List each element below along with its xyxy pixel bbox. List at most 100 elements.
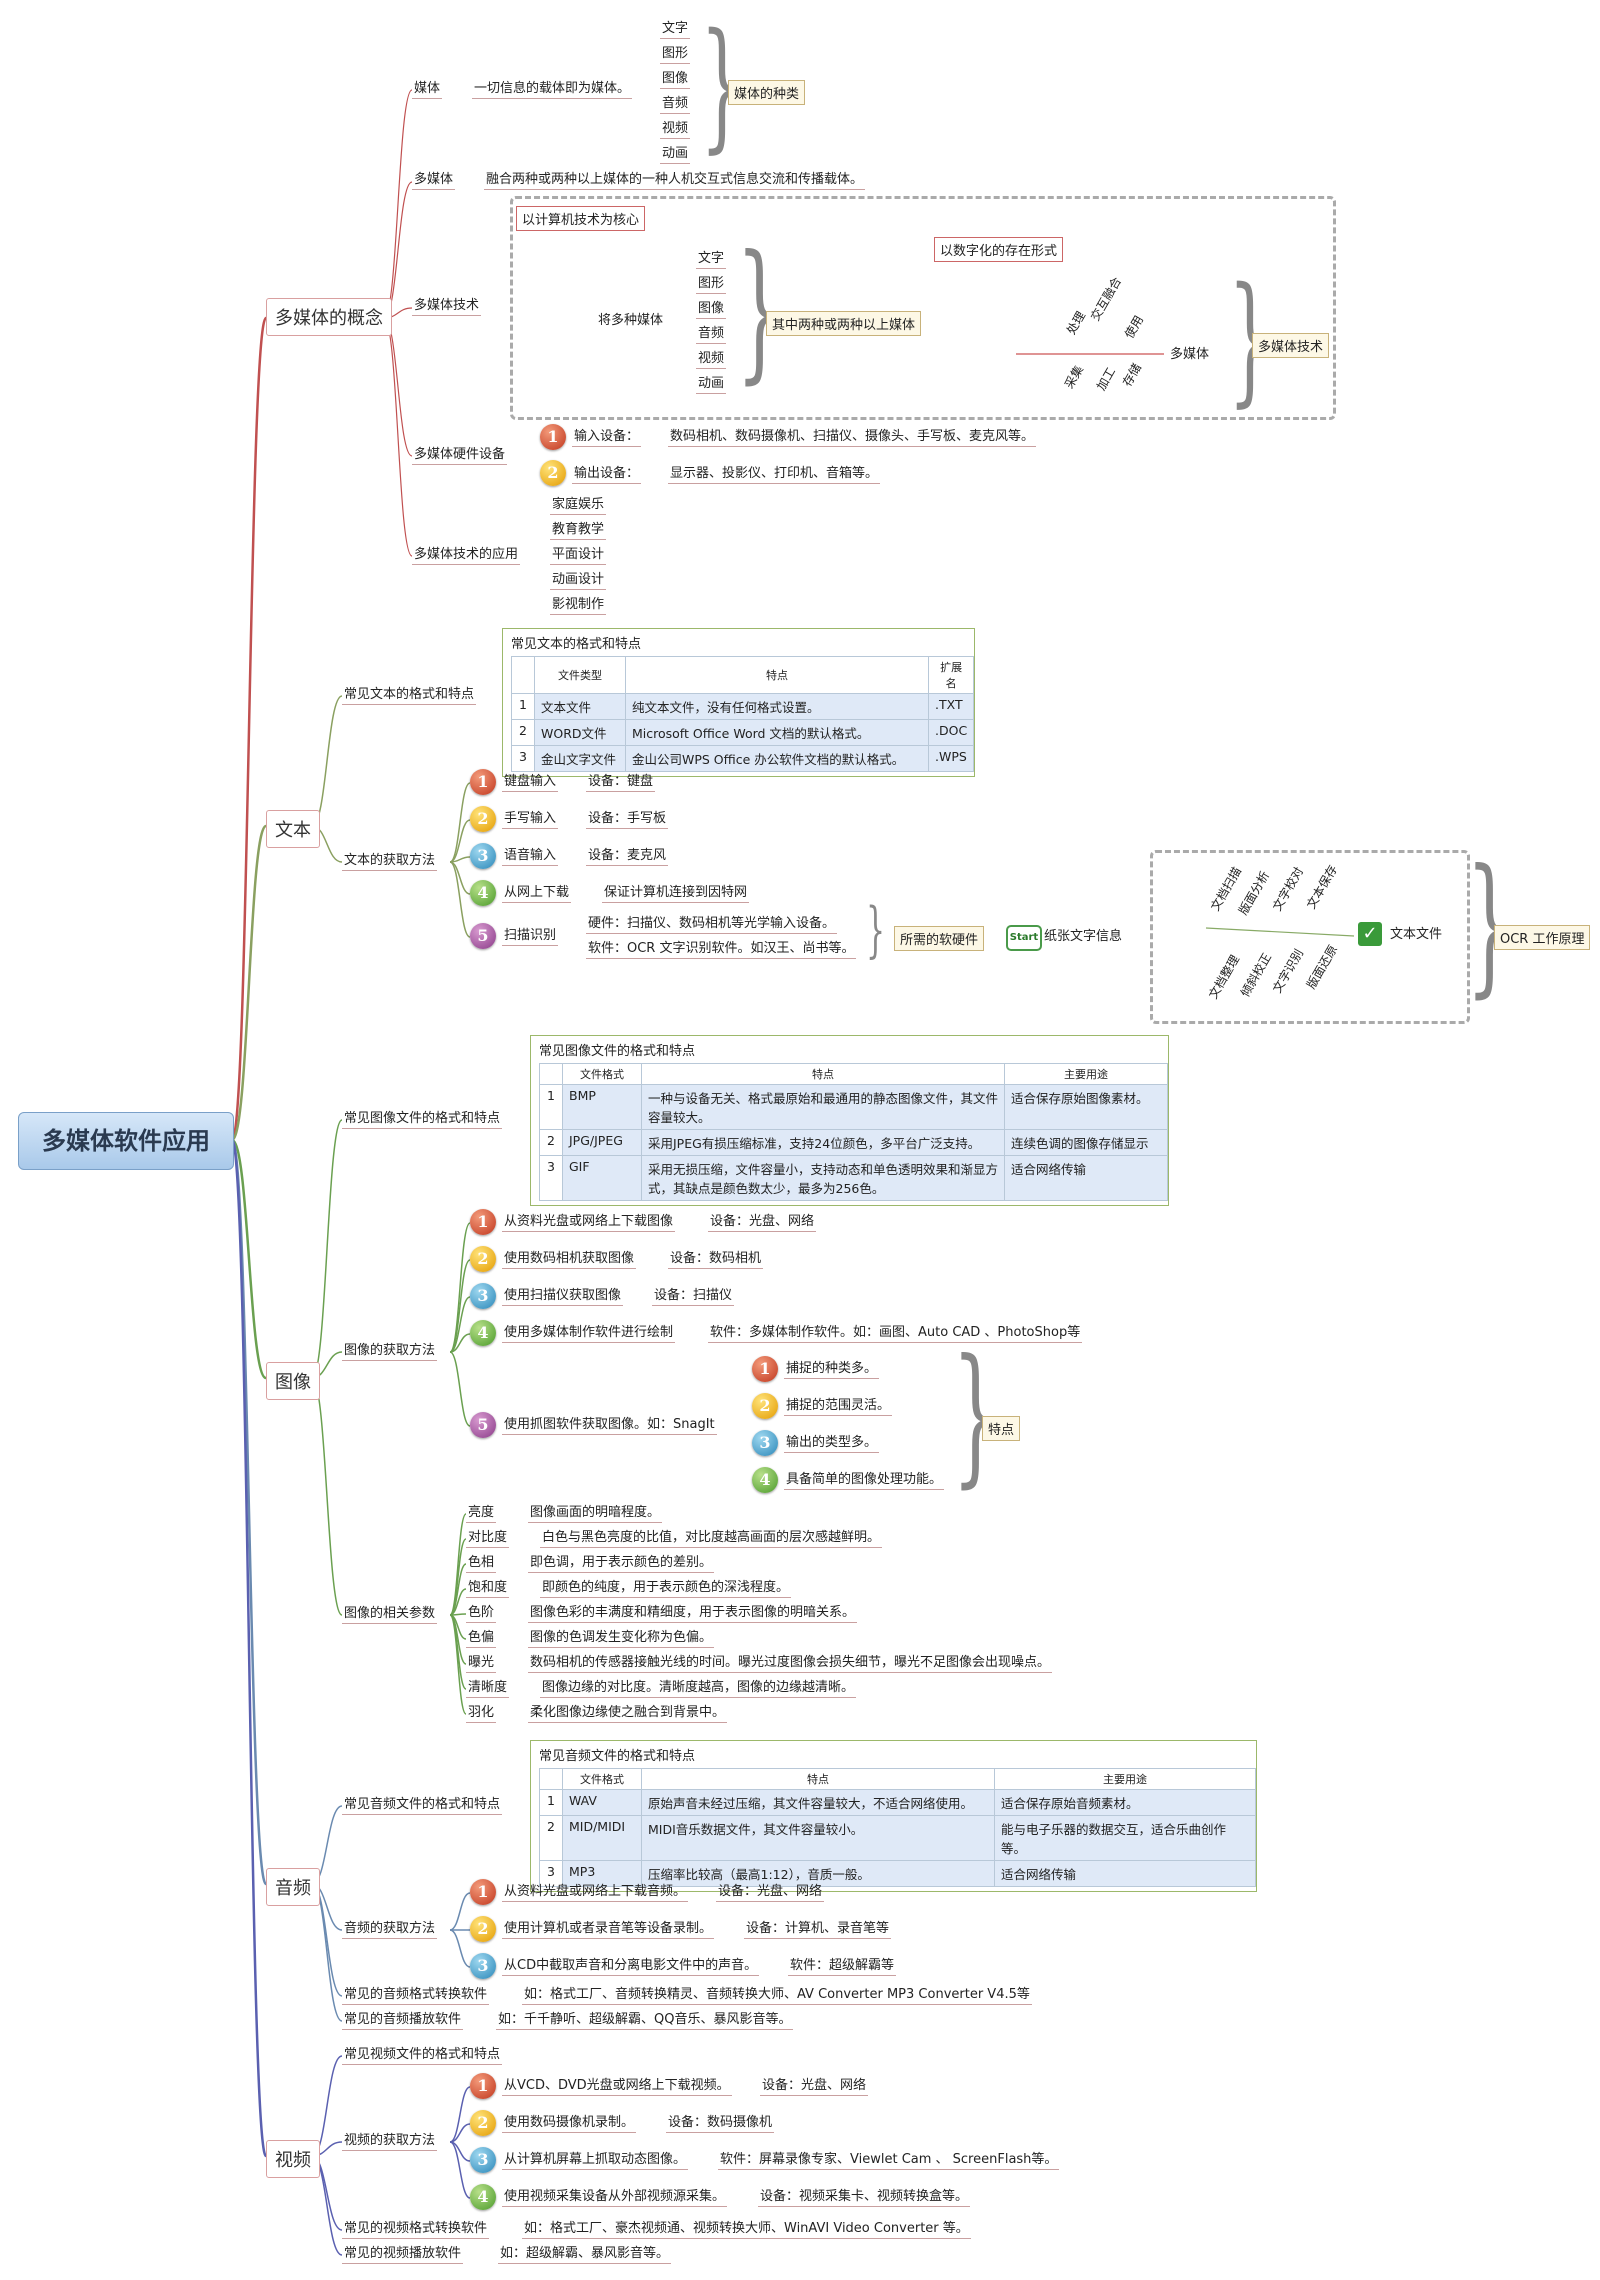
brace-icon: } <box>952 1328 1000 1502</box>
connector-line <box>449 1333 471 1353</box>
audio-acquire-topic[interactable]: 音频的获取方法 <box>342 1920 438 1939</box>
method-label[interactable]: 使用多媒体制作软件进行绘制 <box>502 1324 676 1343</box>
method-label[interactable]: 使用抓图软件获取图像。如：SnagIt <box>502 1416 717 1435</box>
table-header-cell: 扩展名 <box>927 656 975 694</box>
method-label[interactable]: 从CD中截取声音和分离电影文件中的声音。 <box>502 1957 760 1976</box>
branch-audio[interactable]: 音频 <box>266 1868 320 1906</box>
tech-two-media: 其中两种或两种以上媒体 <box>766 311 922 336</box>
tech-kind-item: 图形 <box>696 275 727 294</box>
connector-line <box>230 824 268 1142</box>
connector-line <box>449 1222 471 1353</box>
media-topic[interactable]: 媒体 <box>412 80 443 99</box>
start-icon: Start <box>1006 925 1042 951</box>
audio-formats-topic[interactable]: 常见音频文件的格式和特点 <box>342 1796 503 1815</box>
branch-concept[interactable]: 多媒体的概念 <box>266 298 392 336</box>
method-value: 设备：数码相机 <box>668 1250 764 1269</box>
param-name: 色偏 <box>466 1629 497 1648</box>
video-acquire-topic[interactable]: 视频的获取方法 <box>342 2132 438 2151</box>
video-player-value: 如：超级解霸、暴风影音等。 <box>498 2245 672 2264</box>
root-topic[interactable]: 多媒体软件应用 <box>18 1112 234 1170</box>
table-header-cell: 文件格式 <box>562 1063 642 1085</box>
branch-video[interactable]: 视频 <box>266 2140 320 2178</box>
image-params-topic[interactable]: 图像的相关参数 <box>342 1605 438 1624</box>
connector-line <box>383 317 413 557</box>
method-label[interactable]: 从VCD、DVD光盘或网络上下载视频。 <box>502 2077 732 2096</box>
app-topic[interactable]: 多媒体技术的应用 <box>412 546 521 565</box>
media-kind-item: 文字 <box>660 20 691 39</box>
media-kind-item: 图像 <box>660 70 691 89</box>
connector-line <box>230 1138 268 1380</box>
table-caption: 常见文本的格式和特点 <box>511 637 642 652</box>
text-formats-topic[interactable]: 常见文本的格式和特点 <box>342 686 477 705</box>
connector-line <box>230 316 268 1142</box>
video-formats-topic[interactable]: 常见视频文件的格式和特点 <box>342 2046 503 2065</box>
table-cell: .DOC <box>927 719 975 746</box>
table-cell: 文本文件 <box>534 693 626 720</box>
method-label[interactable]: 从资料光盘或网络上下载音频。 <box>502 1883 689 1902</box>
audio-player-value: 如：千千静听、超级解霸、QQ音乐、暴风影音等。 <box>496 2011 794 2030</box>
param-desc: 柔化图像边缘使之融合到背景中。 <box>528 1704 728 1723</box>
method-label[interactable]: 使用视频采集设备从外部视频源采集。 <box>502 2188 728 2207</box>
method-label[interactable]: 扫描识别 <box>502 927 559 946</box>
table-cell: 2 <box>539 1129 563 1156</box>
video-player-topic[interactable]: 常见的视频播放软件 <box>342 2245 464 2264</box>
table-header-cell <box>539 1063 563 1085</box>
audio-player-topic[interactable]: 常见的音频播放软件 <box>342 2011 464 2030</box>
table-header-cell: 主要用途 <box>1004 1063 1168 1085</box>
connector-line <box>449 819 471 863</box>
method-label[interactable]: 使用数码相机获取图像 <box>502 1250 637 1269</box>
branch-image[interactable]: 图像 <box>266 1362 320 1400</box>
table-cell: 采用JPEG有损压缩标准，支持24位颜色，多平台广泛支持。 <box>641 1129 1005 1156</box>
table-header-cell: 主要用途 <box>994 1768 1256 1790</box>
table-cell: 2 <box>539 1815 563 1861</box>
hw-input: 输入设备： <box>572 428 642 447</box>
table-cell: 连续色调的图像存储显示 <box>1004 1129 1168 1156</box>
table-cell: BMP <box>562 1084 642 1130</box>
connector-line <box>449 1351 471 1427</box>
method-label[interactable]: 手写输入 <box>502 810 559 829</box>
media-kind-item: 图形 <box>660 45 691 64</box>
audio-convert-value: 如：格式工厂、音频转换精灵、音频转换大师、AV Converter MP3 Co… <box>522 1986 1032 2005</box>
method-value: 软件：屏幕录像专家、Viewlet Cam 、 ScreenFlash等。 <box>718 2151 1060 2170</box>
hw-topic[interactable]: 多媒体硬件设备 <box>412 446 508 465</box>
multimedia-topic[interactable]: 多媒体 <box>412 171 456 190</box>
method-value: 设备：光盘、网络 <box>760 2077 869 2096</box>
table-cell: 纯文本文件，没有任何格式设置。 <box>625 693 929 720</box>
table-header-cell <box>511 656 535 694</box>
method-label[interactable]: 键盘输入 <box>502 773 559 792</box>
number-1-icon: 1 <box>540 424 566 450</box>
branch-text[interactable]: 文本 <box>266 810 320 848</box>
table-cell: 能与电子乐器的数据交互，适合乐曲创作等。 <box>994 1815 1256 1861</box>
image-acquire-topic[interactable]: 图像的获取方法 <box>342 1342 438 1361</box>
table-cell: WAV <box>562 1789 642 1816</box>
method-label[interactable]: 从计算机屏幕上抓取动态图像。 <box>502 2151 689 2170</box>
tech-kind-item: 视频 <box>696 350 727 369</box>
media-definition: 一切信息的载体即为媒体。 <box>472 80 633 99</box>
method-label[interactable]: 语音输入 <box>502 847 559 866</box>
method-value: 设备：光盘、网络 <box>716 1883 825 1902</box>
tech-combine: 将多种媒体 <box>598 313 664 328</box>
method-label[interactable]: 使用计算机或者录音笔等设备录制。 <box>502 1920 715 1939</box>
image-formats-topic[interactable]: 常见图像文件的格式和特点 <box>342 1110 503 1129</box>
method-label[interactable]: 从资料光盘或网络上下载图像 <box>502 1213 676 1232</box>
audio-convert-topic[interactable]: 常见的音频格式转换软件 <box>342 1986 490 2005</box>
table-cell: 原始声音未经过压缩，其文件容量较大，不适合网络使用。 <box>641 1789 995 1816</box>
method-label[interactable]: 使用扫描仪获取图像 <box>502 1287 624 1306</box>
method-label[interactable]: 从网上下载 <box>502 884 572 903</box>
text-acquire-topic[interactable]: 文本的获取方法 <box>342 852 438 871</box>
table-cell: WORD文件 <box>534 719 626 746</box>
method-label[interactable]: 使用数码摄像机录制。 <box>502 2114 637 2133</box>
media-kind-item: 视频 <box>660 120 691 139</box>
video-convert-topic[interactable]: 常见的视频格式转换软件 <box>342 2220 490 2239</box>
media-kind-item: 音频 <box>660 95 691 114</box>
ocr-boundary <box>1150 850 1470 1024</box>
tech-topic[interactable]: 多媒体技术 <box>412 297 482 316</box>
connector-line <box>449 861 471 938</box>
table-cell: 适合网络传输 <box>994 1860 1256 1887</box>
